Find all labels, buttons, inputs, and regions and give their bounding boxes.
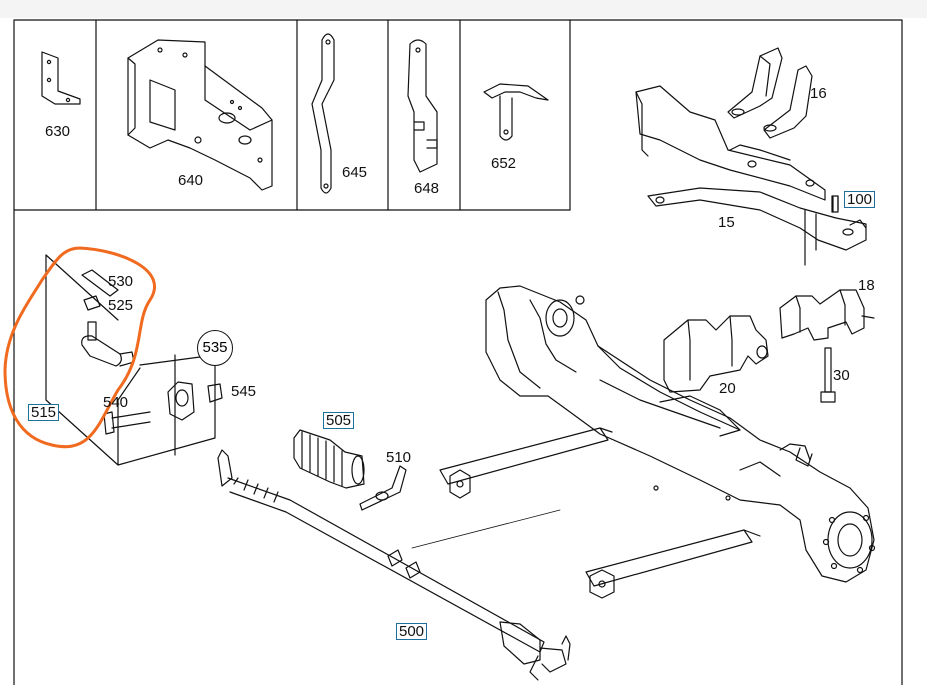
part-16-brackets	[727, 47, 813, 139]
label-648: 648	[414, 180, 440, 197]
label-18: 18	[858, 277, 875, 294]
part-18-bracket	[779, 289, 875, 341]
label-15: 15	[718, 214, 735, 231]
part-500-tierod	[217, 449, 571, 681]
part-505-boot	[293, 429, 365, 489]
label-545: 545	[231, 383, 257, 400]
leaf-spring-front	[439, 427, 613, 499]
label-525: 525	[108, 297, 134, 314]
annotation-loop	[3, 246, 157, 449]
part-640-bracket	[127, 39, 273, 191]
part-645-link	[311, 33, 335, 194]
label-16: 16	[810, 85, 827, 102]
label-645: 645	[342, 164, 368, 181]
label-652: 652	[491, 155, 517, 172]
label-540: 540	[103, 394, 129, 411]
label-515[interactable]: 515	[28, 404, 60, 421]
part-648-plate	[407, 39, 438, 173]
part-30-bolt	[820, 347, 836, 403]
label-500[interactable]: 500	[396, 623, 428, 640]
label-630: 630	[45, 123, 71, 140]
label-530: 530	[108, 273, 134, 290]
label-30: 30	[833, 367, 850, 384]
axle-housing	[485, 285, 876, 583]
part-510-tie	[359, 465, 407, 511]
part-652-clip	[483, 83, 549, 141]
part-630-bracket	[41, 51, 81, 105]
part-515-assembly	[45, 254, 223, 466]
frame-border	[13, 19, 903, 685]
leader-line	[411, 509, 561, 549]
part-20-bracket	[663, 315, 769, 393]
label-505[interactable]: 505	[323, 412, 355, 429]
part-15-crossmember	[635, 85, 867, 266]
label-100[interactable]: 100	[844, 191, 876, 208]
part-100-pin	[831, 195, 839, 213]
label-640: 640	[178, 172, 204, 189]
label-535: 535	[197, 330, 233, 366]
label-510: 510	[386, 449, 412, 466]
top-strip	[0, 0, 927, 18]
leaf-spring-rear	[585, 529, 761, 599]
label-20: 20	[719, 380, 736, 397]
